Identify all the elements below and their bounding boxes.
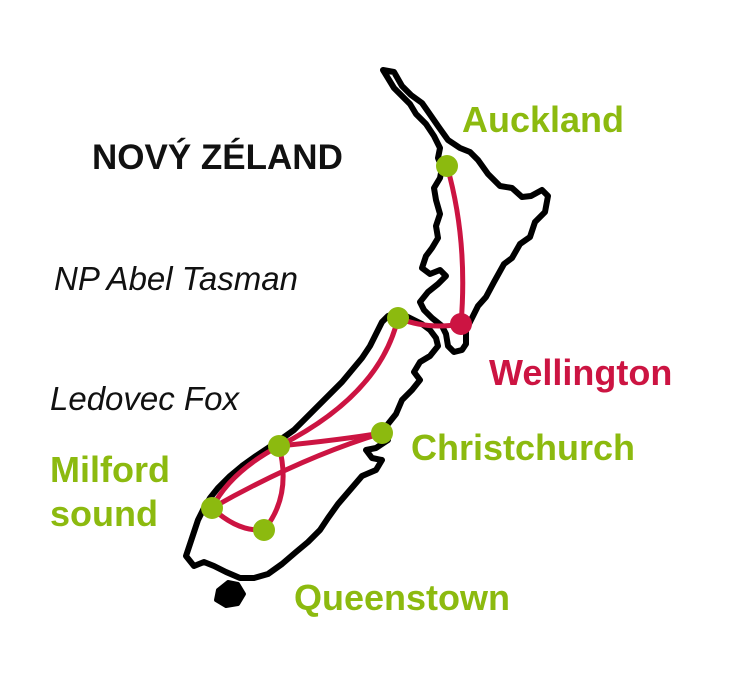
stop-markers — [201, 155, 472, 541]
marker-queenstown[interactable] — [253, 519, 275, 541]
label-milford-line1: Milford — [50, 449, 170, 490]
marker-fox-glacier[interactable] — [268, 435, 290, 457]
stewart-island-outline — [214, 580, 246, 608]
label-christchurch: Christchurch — [411, 427, 636, 468]
marker-auckland[interactable] — [436, 155, 458, 177]
label-wellington: Wellington — [489, 352, 673, 393]
marker-milford-sound[interactable] — [201, 497, 223, 519]
label-milford-line2: sound — [50, 493, 158, 534]
route-christchurch-milford — [209, 430, 385, 511]
marker-christchurch[interactable] — [371, 422, 393, 444]
label-abel-tasman: NP Abel Tasman — [54, 260, 298, 297]
label-auckland: Auckland — [462, 99, 625, 140]
marker-abel-tasman[interactable] — [387, 307, 409, 329]
route-abel-tasman-fox — [276, 315, 401, 449]
label-queenstown: Queenstown — [294, 577, 511, 618]
route-auckland-wellington — [444, 163, 466, 327]
north-island-outline — [380, 67, 551, 355]
label-fox-glacier: Ledovec Fox — [50, 380, 239, 417]
marker-wellington[interactable] — [450, 313, 472, 335]
map-title: NOVÝ ZÉLAND — [92, 138, 343, 177]
